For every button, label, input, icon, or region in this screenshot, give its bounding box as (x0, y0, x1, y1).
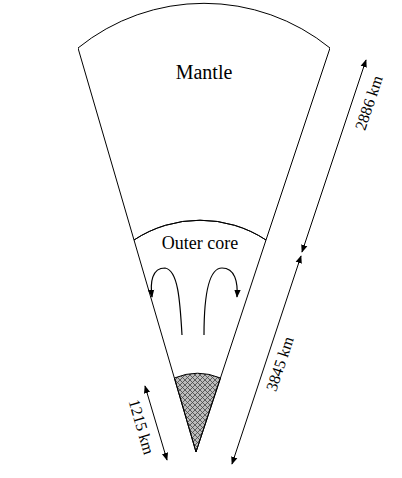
convection-arrow (204, 268, 237, 335)
convection-arrow (151, 268, 182, 335)
region-name: Mantle (176, 62, 233, 82)
dimension-label: 2886 km (352, 74, 385, 133)
inner-core (174, 373, 220, 452)
dimension-label: 1215 km (125, 398, 156, 457)
outer-core-region: Outer core (130, 218, 270, 454)
region-name: Outer core (162, 234, 238, 252)
region-border (78, 3, 330, 240)
mantle-region: Mantle (78, 0, 330, 242)
region-outline (78, 0, 330, 242)
region-outline (130, 218, 270, 454)
dimension-label: 3845 km (263, 335, 296, 394)
region-border (134, 220, 266, 452)
dimension-arrow (232, 256, 301, 464)
dimension-arrow (302, 60, 366, 252)
